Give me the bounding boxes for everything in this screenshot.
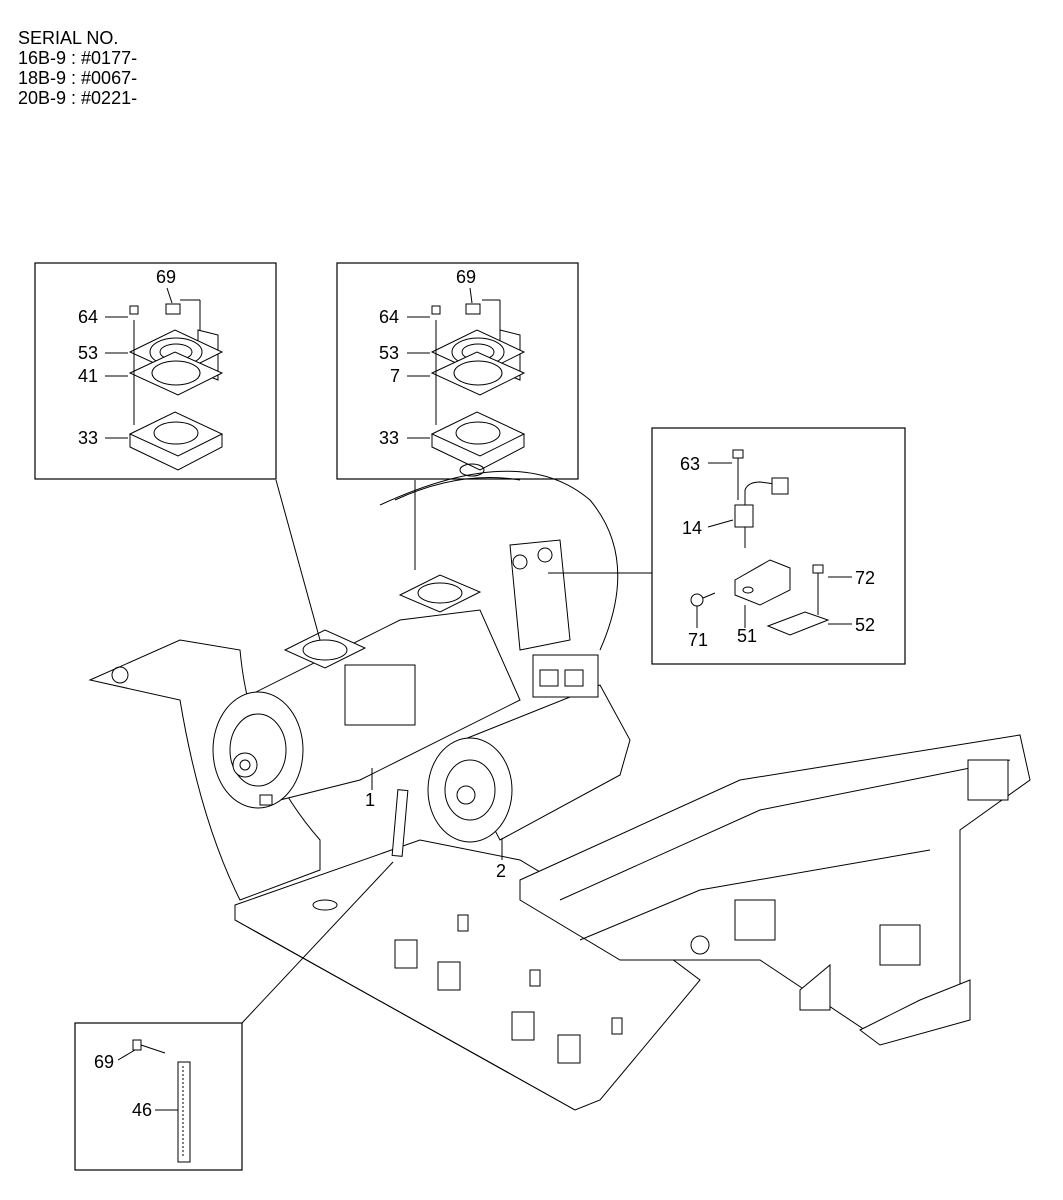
callout-main-1: 1 <box>365 790 375 810</box>
callout-box2-33: 33 <box>379 428 399 448</box>
main-callouts: 1 2 <box>365 768 506 881</box>
callout-box2-64: 64 <box>379 307 399 327</box>
chassis-frame <box>88 470 1031 1111</box>
detail-box-fan-left: 69 64 53 41 33 <box>34 262 321 641</box>
serial-number-block: SERIAL NO. 16B-9 : #0177- 18B-9 : #0067-… <box>18 28 137 108</box>
callout-box1-41: 41 <box>78 366 98 386</box>
callout-box1-33: 33 <box>78 428 98 448</box>
detail-box-sensor: 63 14 72 71 51 52 <box>548 427 906 665</box>
serial-title: SERIAL NO. <box>18 28 119 48</box>
detail-box-fan-right: 69 64 53 7 33 <box>336 262 579 570</box>
callout-box3-71: 71 <box>688 630 708 650</box>
serial-line-16b: 16B-9 : #0177- <box>18 48 138 68</box>
callout-box1-64: 64 <box>78 307 98 327</box>
callout-box4-46: 46 <box>132 1100 152 1120</box>
callout-box3-72: 72 <box>855 568 875 588</box>
callout-box4-69: 69 <box>94 1052 114 1072</box>
serial-line-20b: 20B-9 : #0221- <box>18 88 138 108</box>
callout-box3-14: 14 <box>682 518 702 538</box>
serial-line-18b: 18B-9 : #0067- <box>18 68 138 88</box>
detail-box-ground-strap: 69 46 <box>74 861 394 1171</box>
callout-box3-63: 63 <box>680 454 700 474</box>
callout-box3-52: 52 <box>855 615 875 635</box>
callout-main-2: 2 <box>496 861 506 881</box>
callout-box1-69: 69 <box>156 267 176 287</box>
motor-1 <box>212 574 521 857</box>
callout-box3-51: 51 <box>737 626 757 646</box>
callout-box1-53: 53 <box>78 343 98 363</box>
callout-box2-53: 53 <box>379 343 399 363</box>
callout-box2-7: 7 <box>390 366 400 386</box>
callout-box2-69: 69 <box>456 267 476 287</box>
motor-2 <box>427 654 631 843</box>
